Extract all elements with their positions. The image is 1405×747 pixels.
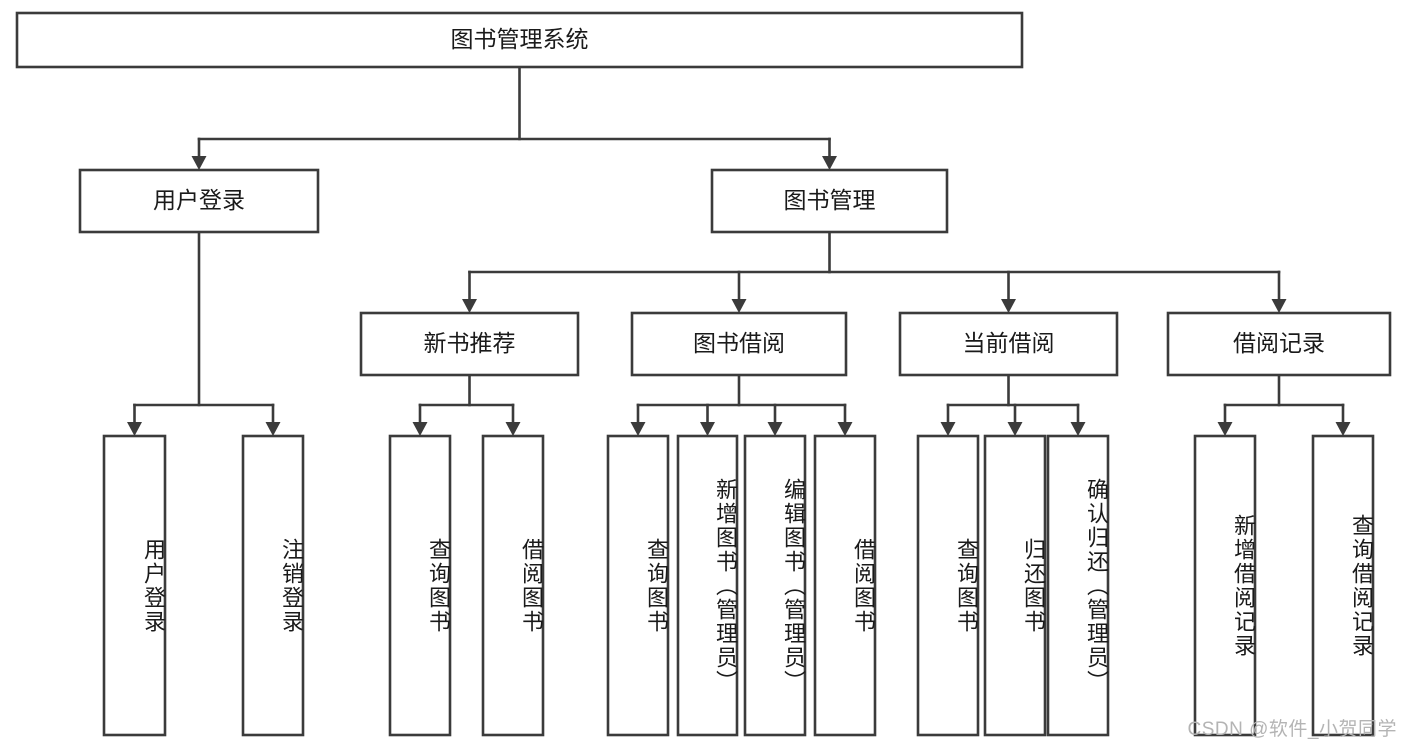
leaf-box-查询图书[interactable] bbox=[606, 434, 670, 737]
edge-新书推荐-to-查询图书-arrowhead bbox=[412, 422, 428, 436]
node-label-root: 图书管理系统 bbox=[451, 26, 589, 52]
node-box-root[interactable] bbox=[15, 11, 1024, 69]
leaf-box-查询图书[interactable] bbox=[916, 434, 980, 737]
leaf-box-新增借阅记录[interactable] bbox=[1193, 434, 1257, 737]
leaf-box-用户登录[interactable] bbox=[102, 434, 167, 737]
leaf-box-查询图书[interactable] bbox=[388, 434, 452, 737]
leaf-box-注销登录[interactable] bbox=[241, 434, 305, 737]
node-label-图书借阅: 图书借阅 bbox=[693, 330, 785, 356]
node-label-新书推荐: 新书推荐 bbox=[424, 330, 516, 356]
edge-借阅记录-to-查询借阅记录-arrowhead bbox=[1335, 422, 1351, 436]
edge-当前借阅-to-查询图书-arrowhead bbox=[940, 422, 956, 436]
leaf-box-编辑图书管理员[interactable] bbox=[743, 434, 807, 737]
node-label-图书管理: 图书管理 bbox=[784, 187, 876, 213]
node-label-当前借阅: 当前借阅 bbox=[963, 330, 1055, 356]
node-label-借阅记录: 借阅记录 bbox=[1233, 330, 1325, 356]
leaf-box-借阅图书[interactable] bbox=[813, 434, 877, 737]
edge-借阅记录-to-新增借阅记录-arrowhead bbox=[1217, 422, 1233, 436]
edge-当前借阅-to-确认归还管理员-arrowhead bbox=[1070, 422, 1086, 436]
node-box-图书管理[interactable] bbox=[710, 168, 949, 234]
edge-图书借阅-to-借阅图书-arrowhead bbox=[837, 422, 853, 436]
leaf-box-确认归还管理员[interactable] bbox=[1046, 434, 1110, 737]
node-box-图书借阅[interactable] bbox=[630, 311, 848, 377]
connectors-layer bbox=[127, 65, 1351, 436]
boxes-layer bbox=[15, 11, 1392, 737]
edge-当前借阅-to-归还图书-arrowhead bbox=[1007, 422, 1023, 436]
edge-用户登录-to-注销登录-arrowhead bbox=[265, 422, 281, 436]
watermark-text: CSDN @软件_小贺同学 bbox=[1187, 719, 1397, 740]
edge-图书借阅-to-新增图书管理员-arrowhead bbox=[700, 422, 715, 436]
edge-图书借阅-to-编辑图书管理员-arrowhead bbox=[767, 422, 783, 436]
node-box-借阅记录[interactable] bbox=[1166, 311, 1392, 377]
leaf-box-归还图书[interactable] bbox=[983, 434, 1047, 737]
edge-新书推荐-to-借阅图书-arrowhead bbox=[505, 422, 521, 436]
node-box-用户登录[interactable] bbox=[78, 168, 320, 234]
node-box-新书推荐[interactable] bbox=[359, 311, 580, 377]
edge-用户登录-to-用户登录-arrowhead bbox=[127, 422, 142, 436]
edge-root-to-图书管理-arrowhead bbox=[822, 156, 837, 170]
edge-root-to-用户登录-arrowhead bbox=[191, 156, 207, 170]
edge-图书借阅-to-查询图书-arrowhead bbox=[630, 422, 646, 436]
edge-bookmgmt-to-当前借阅-arrowhead bbox=[1001, 299, 1016, 313]
node-box-当前借阅[interactable] bbox=[898, 311, 1119, 377]
leaf-box-借阅图书[interactable] bbox=[481, 434, 545, 737]
edge-bookmgmt-to-借阅记录-arrowhead bbox=[1271, 299, 1287, 313]
edge-bookmgmt-to-新书推荐-arrowhead bbox=[462, 299, 477, 313]
leaf-box-新增图书管理员[interactable] bbox=[676, 434, 739, 737]
node-label-用户登录: 用户登录 bbox=[153, 187, 245, 213]
leaf-box-查询借阅记录[interactable] bbox=[1311, 434, 1375, 737]
edge-bookmgmt-to-图书借阅-arrowhead bbox=[731, 299, 747, 313]
